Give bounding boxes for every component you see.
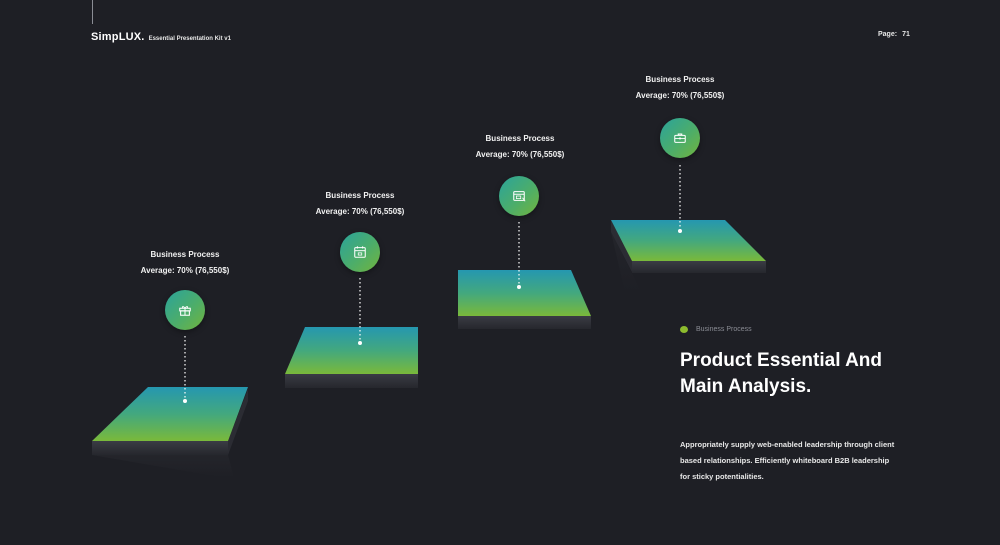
step-label-2: Business Process Average: 70% (76,550$) <box>280 188 440 220</box>
step-title: Business Process <box>645 75 715 84</box>
step-title: Business Process <box>150 250 220 259</box>
connector-2 <box>358 278 362 345</box>
platform-2 <box>285 327 418 388</box>
step-icon-2 <box>340 232 380 272</box>
top-rule <box>92 0 93 24</box>
step-label-4: Business Process Average: 70% (76,550$) <box>600 72 760 104</box>
browser-window-icon <box>513 191 526 202</box>
step-title: Business Process <box>325 191 395 200</box>
briefcase-icon <box>674 133 686 143</box>
platform-1 <box>92 387 248 478</box>
body-paragraph: Appropriately supply web-enabled leaders… <box>680 437 920 485</box>
step-value: Average: 70% (76,550$) <box>635 91 725 100</box>
platform-3 <box>458 270 591 329</box>
page-label: Page: <box>878 31 898 38</box>
step-icon-1 <box>165 290 205 330</box>
headline: Product Essential And Main Analysis. <box>680 348 940 400</box>
page-indicator: Page: 71 <box>878 31 910 38</box>
step-label-3: Business Process Average: 70% (76,550$) <box>440 131 600 163</box>
gift-icon <box>179 306 191 316</box>
body-line-2: based relationships. Efficiently whitebo… <box>680 456 890 465</box>
kicker-bullet <box>680 326 688 333</box>
body-line-3: for sticky potentialities. <box>680 472 764 481</box>
connector-4 <box>678 165 682 233</box>
connector-3 <box>517 222 521 289</box>
page-number: 71 <box>902 31 910 38</box>
step-icon-4 <box>660 118 700 158</box>
brand-name: SimpLUX. <box>91 31 145 43</box>
headline-line-1: Product Essential And <box>680 350 882 371</box>
step-label-1: Business Process Average: 70% (76,550$) <box>105 247 265 279</box>
connector-1 <box>183 336 187 403</box>
step-value: Average: 70% (76,550$) <box>315 207 405 216</box>
headline-line-2: Main Analysis. <box>680 376 812 397</box>
calendar-icon <box>354 246 366 258</box>
step-icon-3 <box>499 176 539 216</box>
step-value: Average: 70% (76,550$) <box>140 266 230 275</box>
section-kicker: Business Process <box>680 326 752 333</box>
brand: SimpLUX. Essential Presentation Kit v1 <box>91 31 231 43</box>
body-line-1: Appropriately supply web-enabled leaders… <box>680 440 895 449</box>
kicker-text: Business Process <box>696 326 752 333</box>
platform-4 <box>611 220 766 292</box>
brand-subtitle: Essential Presentation Kit v1 <box>148 36 231 42</box>
step-title: Business Process <box>485 134 555 143</box>
step-value: Average: 70% (76,550$) <box>475 150 565 159</box>
